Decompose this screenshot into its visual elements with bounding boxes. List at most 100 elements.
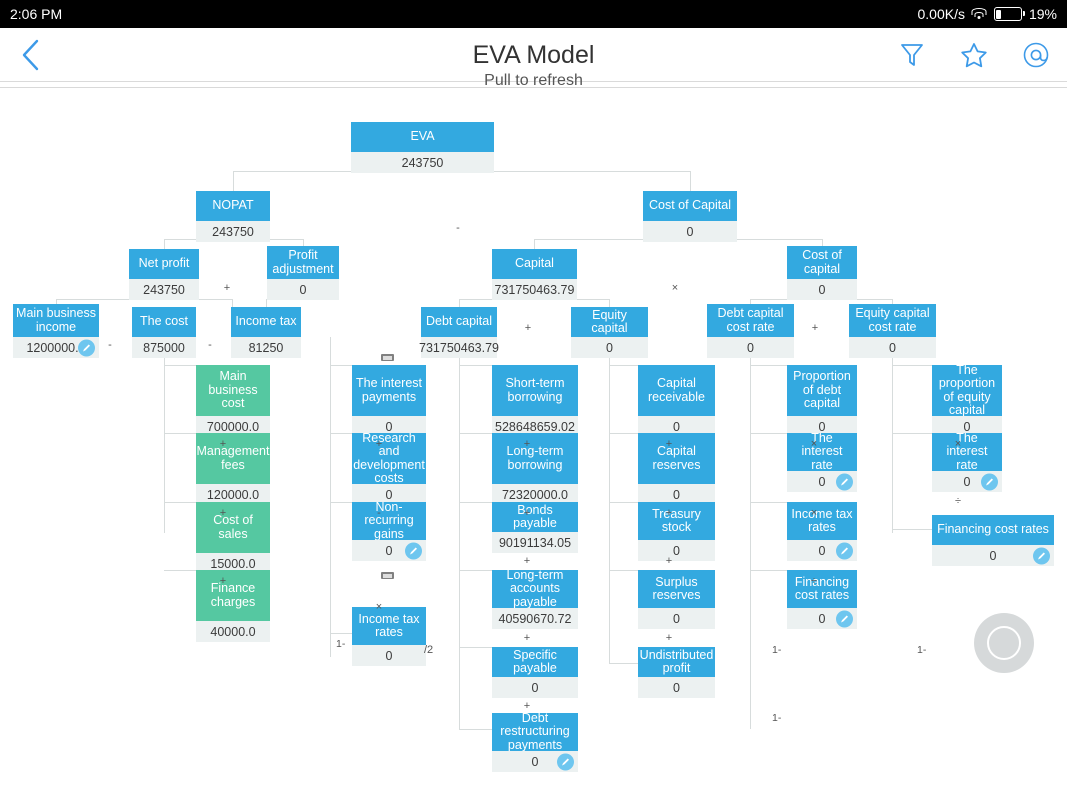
collapse-handle-icon[interactable] <box>381 354 394 361</box>
node-value[interactable]: 90191134.05 <box>492 532 578 553</box>
node-value[interactable]: 0 <box>707 337 794 358</box>
node-value[interactable]: 40590670.72 <box>492 608 578 629</box>
connector-line <box>609 570 638 571</box>
node-value[interactable]: 0 <box>638 540 715 561</box>
filter-icon[interactable] <box>895 38 929 72</box>
node-value[interactable]: 0 <box>787 540 857 561</box>
node-value[interactable]: 72320000.0 <box>492 484 578 505</box>
edit-pencil-icon[interactable] <box>836 473 853 490</box>
node-value[interactable]: 0 <box>787 416 857 437</box>
node-value[interactable]: 0 <box>932 471 1002 492</box>
battery-level: 19% <box>1028 6 1057 22</box>
node-value[interactable]: 0 <box>638 484 715 505</box>
node-value[interactable]: 0 <box>787 279 857 300</box>
node-value[interactable]: 0 <box>267 279 339 300</box>
node-value[interactable]: 0 <box>849 337 936 358</box>
node-value[interactable]: 0 <box>352 540 426 561</box>
node-value[interactable]: 528648659.02 <box>492 416 578 437</box>
node-value[interactable]: 0 <box>932 416 1002 437</box>
node-value[interactable]: 1200000.0 <box>13 337 99 358</box>
node-value[interactable]: 15000.0 <box>196 553 270 574</box>
node-value[interactable]: 0 <box>492 751 578 772</box>
node-value[interactable]: 731750463.79 <box>419 337 499 358</box>
back-button[interactable] <box>8 28 52 82</box>
node-value[interactable]: 40000.0 <box>196 621 270 642</box>
node-value[interactable]: 0 <box>638 608 715 629</box>
edit-pencil-icon[interactable] <box>836 542 853 559</box>
collapse-handle-icon[interactable] <box>381 572 394 579</box>
node-value[interactable]: 731750463.79 <box>492 279 577 300</box>
node-value[interactable]: 0 <box>638 677 715 698</box>
star-icon[interactable] <box>957 38 991 72</box>
node-value[interactable]: 243750 <box>196 221 270 242</box>
edit-pencil-icon[interactable] <box>557 753 574 770</box>
edit-pencil-icon[interactable] <box>836 610 853 627</box>
node-value-text: 0 <box>673 680 680 695</box>
node-value[interactable]: 0 <box>492 677 578 698</box>
node-value[interactable]: 81250 <box>231 337 301 358</box>
at-icon[interactable] <box>1019 38 1053 72</box>
edit-pencil-icon[interactable] <box>78 339 95 356</box>
node-value[interactable]: 0 <box>352 416 426 437</box>
node-value[interactable]: 875000 <box>132 337 196 358</box>
edit-pencil-icon[interactable] <box>1033 547 1050 564</box>
node-value[interactable]: 0 <box>932 545 1054 566</box>
node-label: Income tax rates <box>787 502 857 540</box>
edit-pencil-icon[interactable] <box>405 542 422 559</box>
node-value[interactable]: 0 <box>787 471 857 492</box>
record-circle-icon[interactable] <box>974 613 1034 673</box>
node-value[interactable]: 0 <box>571 337 648 358</box>
node-value[interactable]: 0 <box>352 484 426 505</box>
node-value[interactable]: 243750 <box>351 152 494 173</box>
edit-pencil-icon[interactable] <box>981 473 998 490</box>
node-value[interactable]: 0 <box>643 221 737 242</box>
node-value[interactable]: 0 <box>638 416 715 437</box>
node-value[interactable]: 243750 <box>129 279 199 300</box>
node-value[interactable]: 700000.0 <box>196 416 270 437</box>
node-value[interactable]: 0 <box>352 645 426 666</box>
node-value[interactable]: 120000.0 <box>196 484 270 505</box>
node-value[interactable]: 0 <box>787 608 857 629</box>
